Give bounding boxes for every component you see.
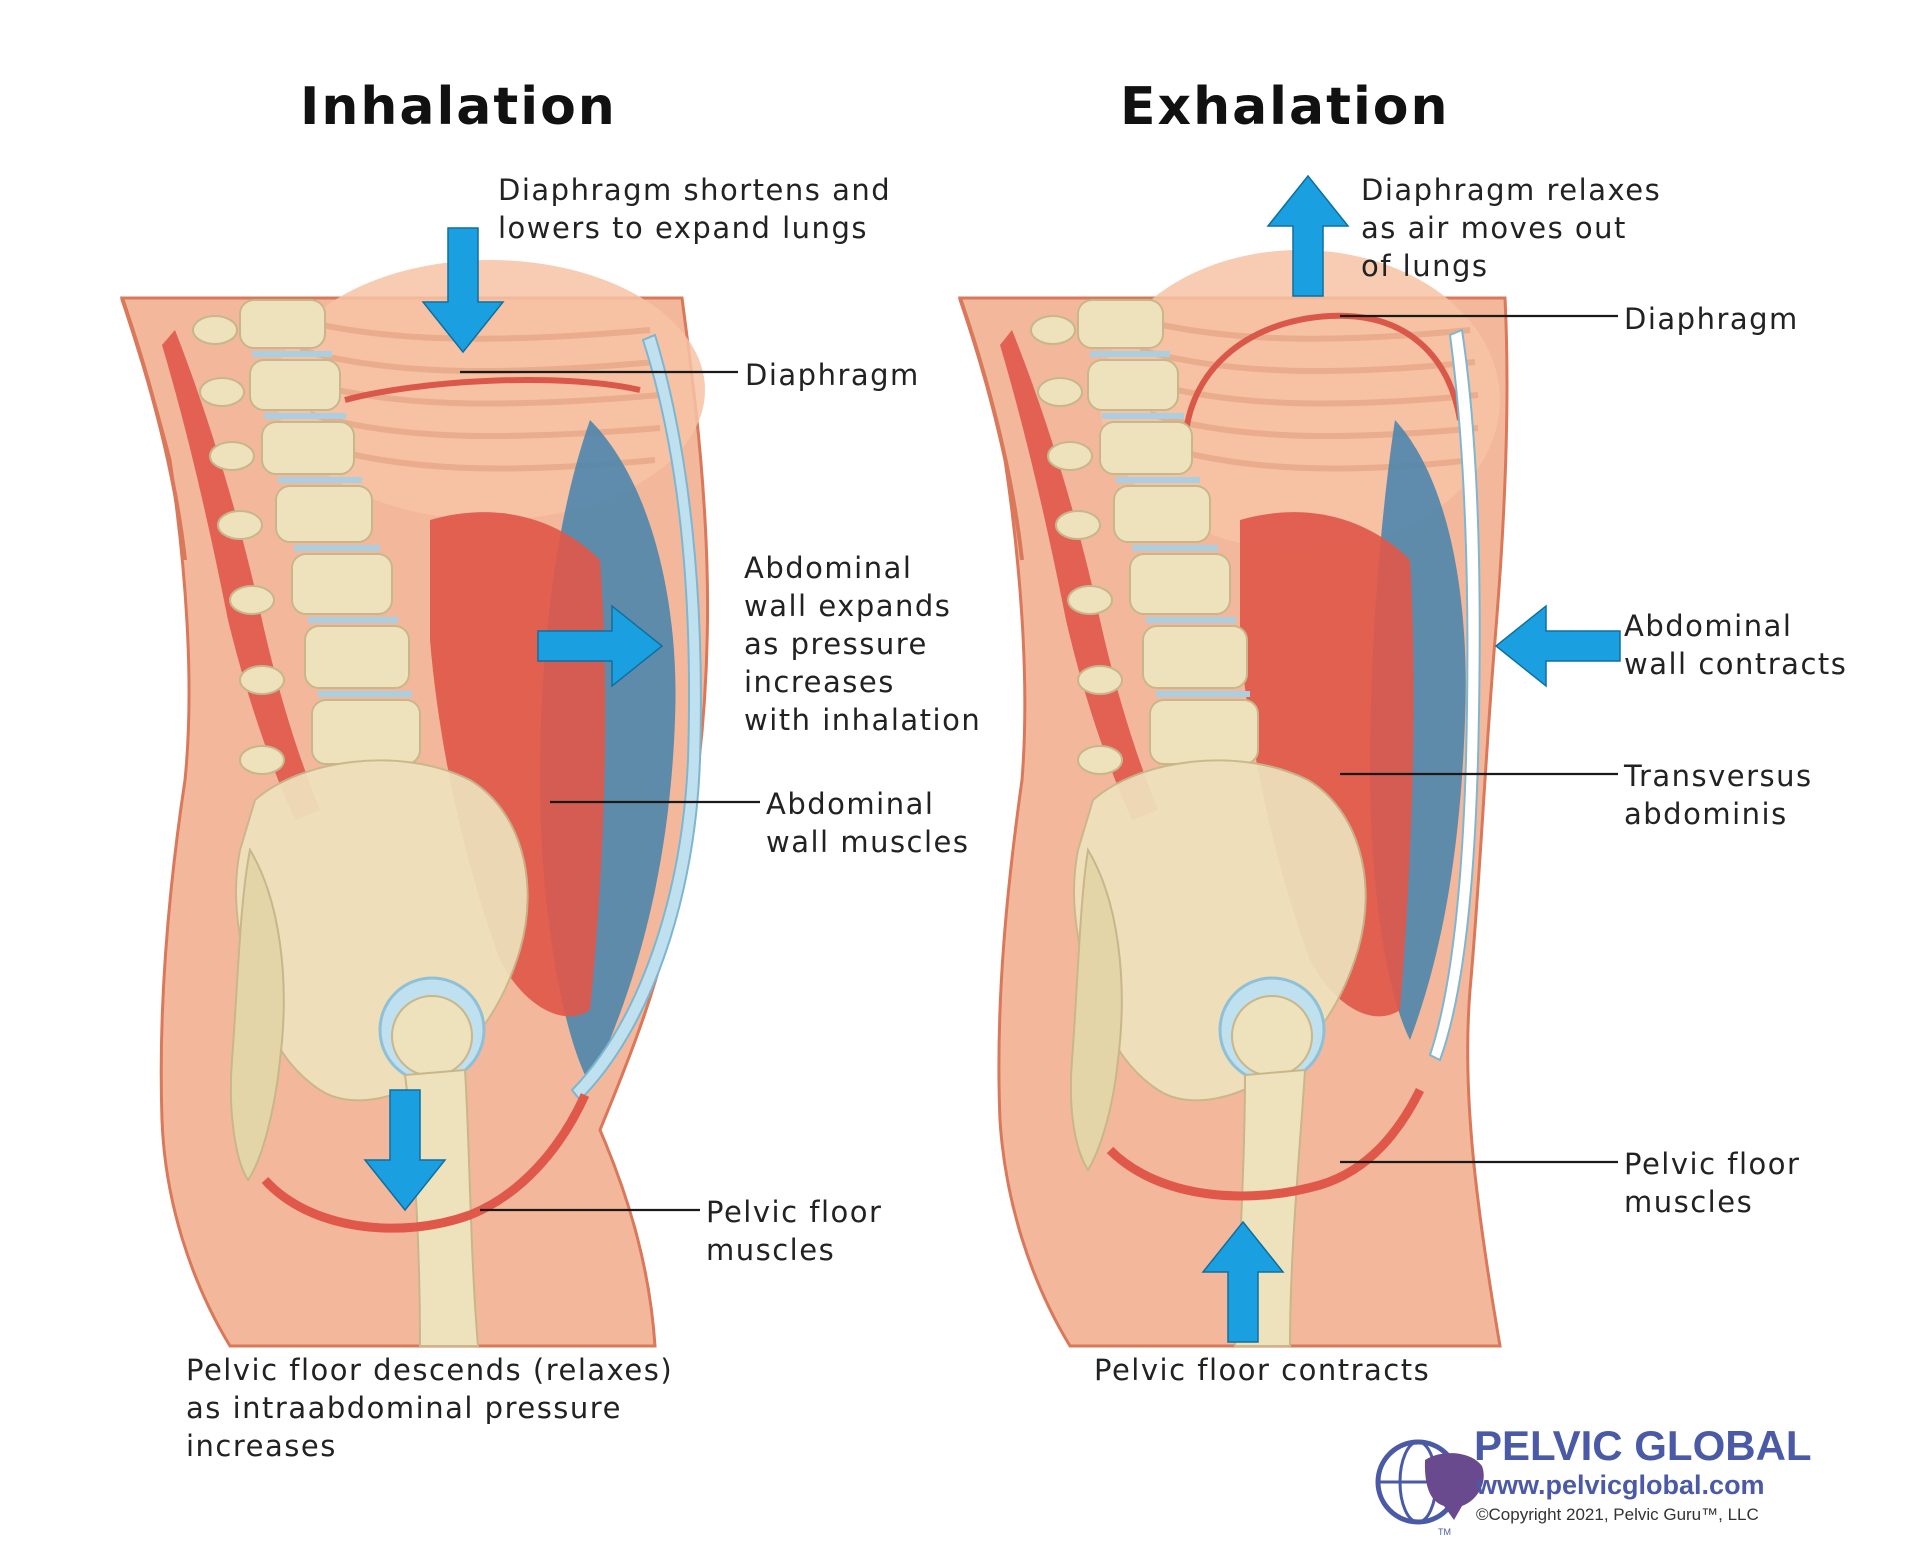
inhalation-pelvic-note: Pelvic floor descends (relaxes) as intra…: [186, 1353, 684, 1463]
logo-url: www.pelvicglobal.com: [1475, 1470, 1765, 1500]
exhalation-back-muscle: [1000, 330, 1158, 820]
exhalation-femoral-head: [1231, 995, 1313, 1077]
inhalation-abdominal-outward-arrow: [537, 604, 664, 688]
exhalation-spinous-processes: [1030, 315, 1123, 775]
exhalation-diaphragm-dome: [1181, 312, 1463, 461]
exhalation-transversus-label: Transversus abdominis: [1623, 759, 1823, 831]
inhalation-diaphragm-note: Diaphragm shortens and lowers to expand …: [498, 173, 902, 245]
exhalation-diaphragm-up-arrow: [1266, 174, 1350, 297]
inhalation-abdominal-muscles-label: Abdominal wall muscles: [766, 787, 970, 859]
exhalation-abdominal-muscle: [1240, 512, 1414, 1017]
exhalation-abdominal-fascia: [1428, 328, 1481, 1062]
exhalation-pelvic-note: Pelvic floor contracts: [1094, 1353, 1430, 1387]
inhalation-diaphragm-line: [344, 376, 641, 403]
exhalation-title: Exhalation: [1120, 77, 1450, 137]
inhalation-back-outline: [120, 297, 187, 561]
inhalation-spine: [239, 299, 421, 765]
exhalation-diaphragm-label: Diaphragm: [1624, 302, 1799, 336]
exhalation-back-outline: [958, 297, 1024, 561]
logo-name: PELVIC GLOBAL: [1474, 1422, 1812, 1469]
inhalation-discs: [252, 351, 412, 697]
exhalation-sacrum: [1069, 847, 1123, 1172]
exhalation-pelvic-floor: [1106, 1087, 1425, 1201]
globe-pelvis-icon: [1375, 1439, 1484, 1525]
exhalation-diaphragm-note: Diaphragm relaxes as air moves out of lu…: [1361, 173, 1672, 283]
inhalation-diaphragm-down-arrow: [421, 227, 505, 354]
pelvic-global-logo: PELVIC GLOBAL www.pelvicglobal.com ©Copy…: [1375, 1422, 1812, 1537]
inhalation-title: Inhalation: [300, 77, 617, 137]
inhalation-pelvic-floor: [261, 1093, 590, 1233]
exhalation-abdominal-inward-arrow: [1494, 604, 1621, 688]
exhalation-spine: [1077, 299, 1259, 765]
logo-tm: TM: [1438, 1527, 1451, 1537]
inhalation-abdominal-fascia: [570, 333, 702, 1102]
exhalation-pelvic-floor-label: Pelvic floor muscles: [1624, 1147, 1811, 1219]
inhalation-pelvic-floor-down-arrow: [363, 1089, 447, 1212]
inhalation-spinous-processes: [192, 315, 285, 775]
inhalation-panel: Inhalation: [119, 77, 981, 1463]
inhalation-sacrum: [229, 847, 285, 1182]
inhalation-diaphragm-label: Diaphragm: [745, 358, 920, 392]
exhalation-pelvic-floor-up-arrow: [1201, 1220, 1285, 1343]
exhalation-panel: Exhalation: [957, 77, 1847, 1387]
exhalation-abdominal-wall-label: Abdominal wall contracts: [1624, 609, 1847, 681]
inhalation-abdominal-wall-label: Abdominal wall expands as pressure incre…: [744, 551, 981, 737]
exhalation-discs: [1090, 351, 1250, 697]
inhalation-back-muscle: [162, 330, 320, 820]
exhalation-body-illustration: [957, 250, 1509, 1348]
logo-copyright: ©Copyright 2021, Pelvic Guru™, LLC: [1476, 1505, 1759, 1524]
inhalation-pelvic-floor-label: Pelvic floor muscles: [706, 1195, 893, 1267]
inhalation-femoral-head: [391, 995, 473, 1077]
